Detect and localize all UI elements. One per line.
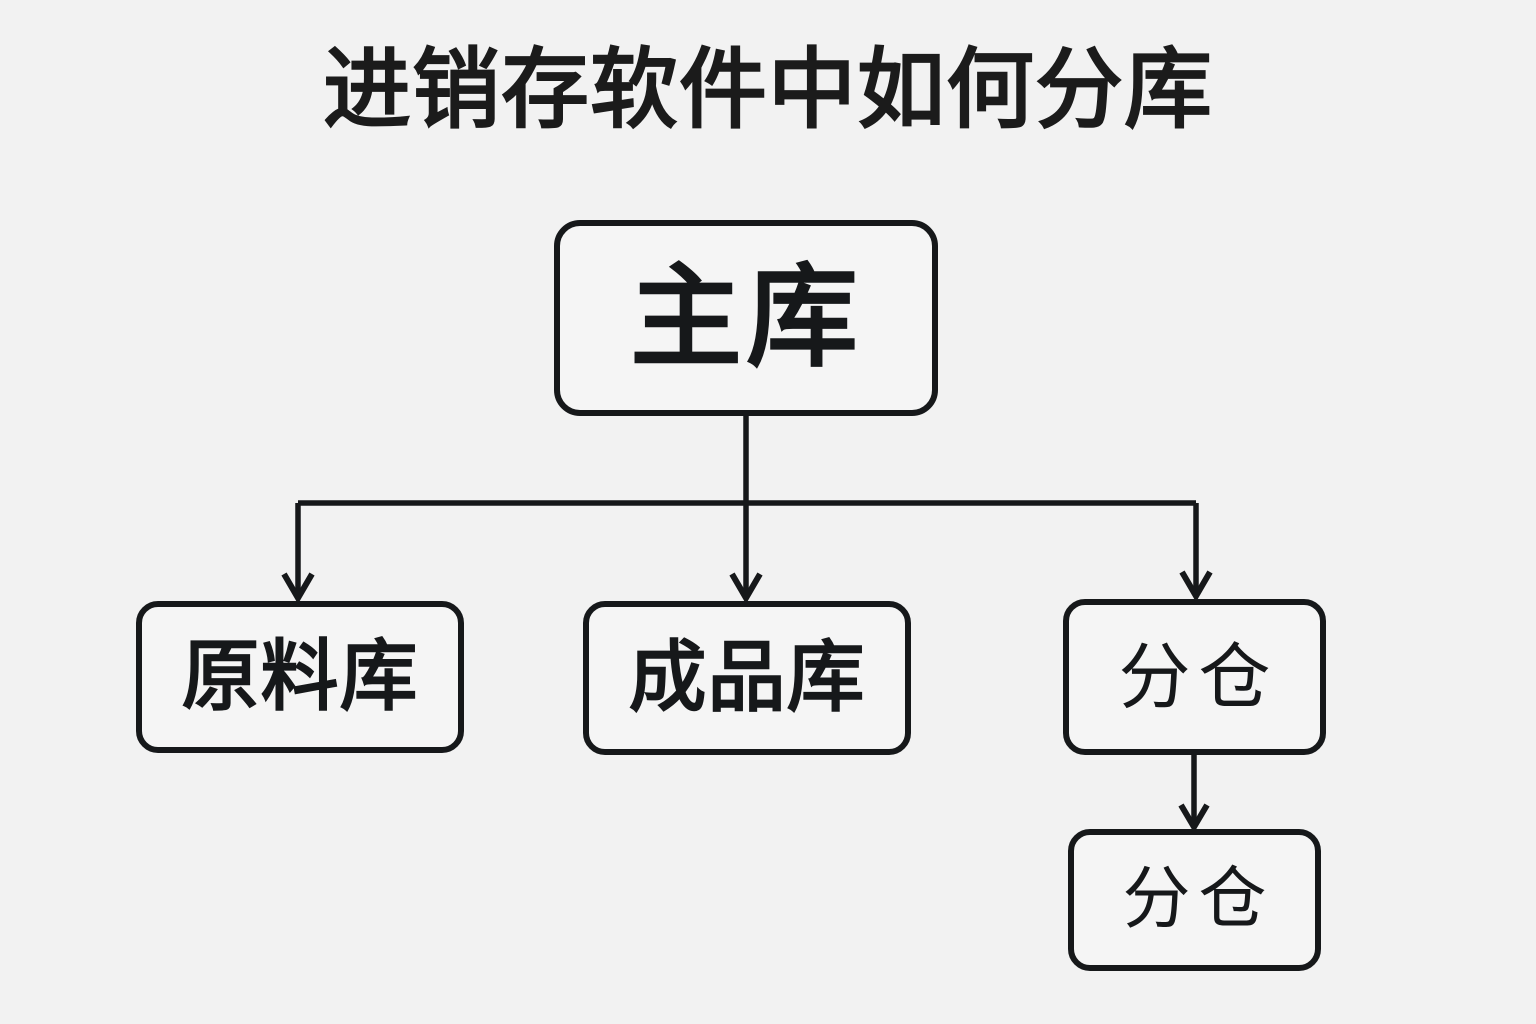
- node-sub-warehouse-2[interactable]: 分仓: [1068, 829, 1321, 971]
- arrowhead-sub1-icon: [1179, 570, 1213, 602]
- page-title: 进销存软件中如何分库: [322, 38, 1213, 141]
- arrowhead-finished-icon: [729, 572, 763, 604]
- node-main-warehouse-label: 主库: [630, 253, 862, 383]
- node-raw-material-warehouse[interactable]: 原料库: [136, 601, 464, 753]
- node-finished-goods-warehouse[interactable]: 成品库: [583, 601, 911, 755]
- node-sub-warehouse-2-label: 分仓: [1122, 860, 1275, 939]
- node-sub-warehouse-1[interactable]: 分仓: [1063, 599, 1326, 755]
- node-finished-goods-warehouse-label: 成品库: [628, 633, 866, 723]
- arrowhead-sub2-icon: [1178, 803, 1210, 833]
- node-sub-warehouse-1-label: 分仓: [1118, 635, 1279, 719]
- node-raw-material-warehouse-label: 原料库: [181, 632, 419, 722]
- arrowhead-raw-icon: [281, 572, 315, 604]
- node-main-warehouse[interactable]: 主库: [554, 220, 938, 416]
